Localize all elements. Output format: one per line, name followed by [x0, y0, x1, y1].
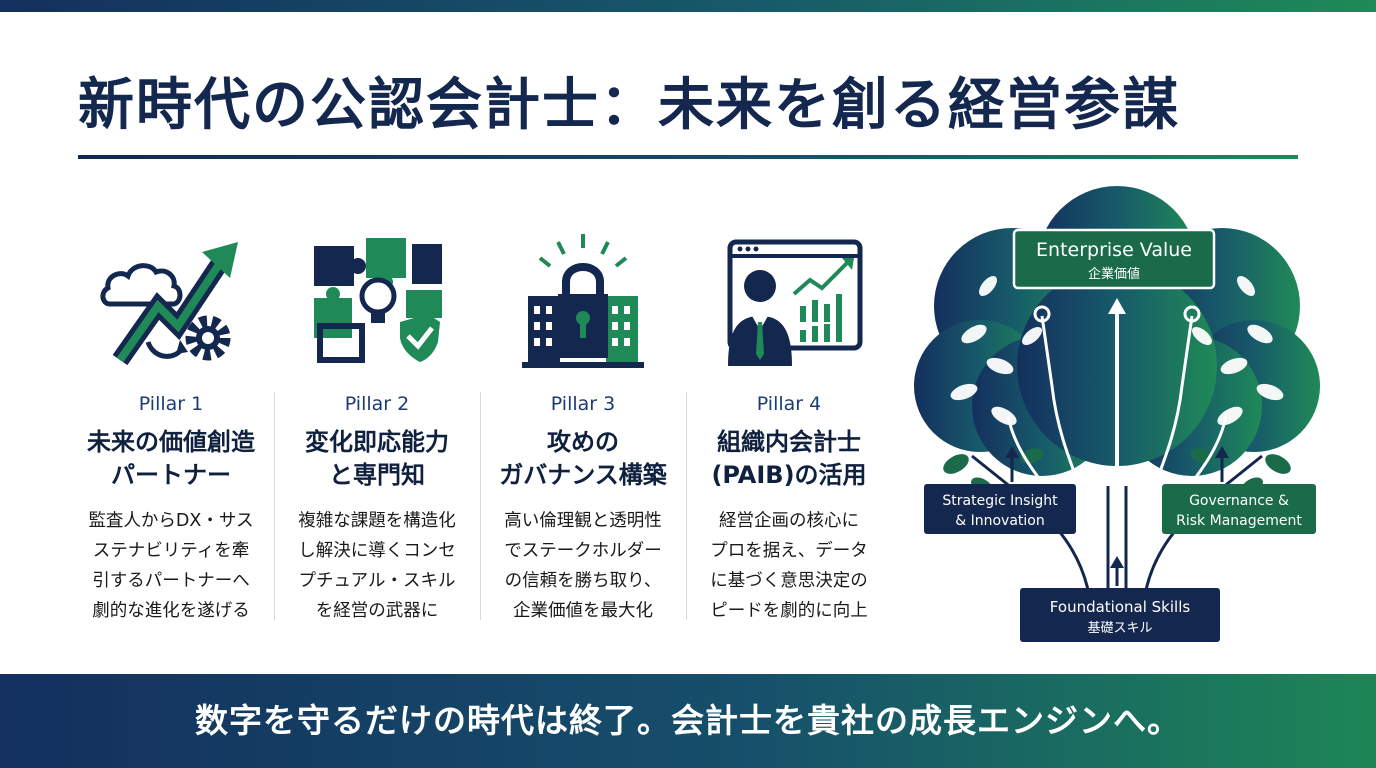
- arrow-up-icon: [1005, 446, 1019, 458]
- businessman-dashboard-icon: [727, 239, 863, 366]
- pillar-divider: [686, 392, 687, 620]
- arrow-up-icon: [1215, 446, 1229, 458]
- strategic-insight-box: Strategic Insight & Innovation: [924, 484, 1076, 534]
- puzzle-lightbulb-shield-icon: [314, 238, 442, 363]
- enterprise-value-jp-label: 企業価値: [1088, 266, 1140, 282]
- pillar-4: Pillar 4 組織内会計士 (PAIB)の活用 経営企画の核心に プロを据え…: [686, 220, 892, 630]
- governance-box: Governance & Risk Management: [1162, 484, 1316, 534]
- pillar-heading: 変化即応能力 と専門知: [305, 428, 449, 489]
- page-title: 新時代の公認会計士：未来を創る経営参謀: [78, 73, 1180, 138]
- tagline-banner: 数字を守るだけの時代は終了。会計士を貴社の成長エンジンへ。: [0, 674, 1376, 768]
- pillar-label: Pillar 1: [138, 393, 204, 415]
- arrow-up-icon: [1110, 556, 1124, 568]
- growth-arrow-cloud-gear-icon: [100, 242, 238, 366]
- top-accent-bar: [0, 0, 1376, 12]
- foundational-skills-label: Foundational Skills: [1050, 598, 1191, 616]
- pillar-body: 高い倫理観と透明性 でステークホルダー の信頼を勝ち取り、 企業価値を最大化: [504, 511, 662, 621]
- pillar-divider: [274, 392, 275, 620]
- pillar-body: 経営企画の核心に プロを据え、データ に基づく意思決定の ピードを劇的に向上: [710, 511, 868, 621]
- lock-building-icon: [522, 234, 644, 368]
- enterprise-value-tree: Enterprise Value 企業価値 Strategic Insight …: [914, 186, 1320, 642]
- title-underline: [78, 155, 1298, 159]
- pillar-1: Pillar 1 未来の価値創造 パートナー 監査人からDX・サス ステナビリテ…: [68, 220, 274, 630]
- arrow-up-icon: [1108, 298, 1126, 314]
- enterprise-value-box: Enterprise Value 企業価値: [1012, 228, 1216, 290]
- enterprise-value-label: Enterprise Value: [1036, 239, 1192, 261]
- pillar-2: Pillar 2 変化即応能力 と専門知 複雑な課題を構造化 し解決に導くコンセ…: [274, 220, 480, 630]
- pillar-body: 複雑な課題を構造化 し解決に導くコンセ プチュアル・スキル を経営の武器に: [298, 511, 456, 621]
- pillar-divider: [480, 392, 481, 620]
- governance-line2: Risk Management: [1176, 513, 1302, 529]
- pillar-heading: 攻めの ガバナンス構築: [499, 428, 667, 489]
- governance-line1: Governance &: [1189, 493, 1289, 509]
- tagline-text: 数字を守るだけの時代は終了。会計士を貴社の成長エンジンへ。: [195, 701, 1181, 740]
- pillar-body: 監査人からDX・サス ステナビリティを牽 引するパートナーへ 劇的な進化を遂げる: [88, 511, 254, 621]
- pillar-heading: 未来の価値創造 パートナー: [87, 428, 255, 489]
- pillar-label: Pillar 4: [756, 393, 822, 415]
- foundational-skills-jp-label: 基礎スキル: [1087, 621, 1152, 636]
- pillar-label: Pillar 3: [550, 393, 616, 415]
- strategic-insight-line1: Strategic Insight: [942, 493, 1058, 509]
- tree-leaves: [950, 276, 1284, 426]
- strategic-insight-line2: & Innovation: [955, 513, 1045, 529]
- pillar-3: Pillar 3 攻めの ガバナンス構築 高い倫理観と透明性 でステークホルダー…: [480, 220, 686, 630]
- pillar-heading: 組織内会計士 (PAIB)の活用: [711, 428, 867, 489]
- foundational-skills-box: Foundational Skills 基礎スキル: [1020, 588, 1220, 642]
- pillar-label: Pillar 2: [344, 393, 410, 415]
